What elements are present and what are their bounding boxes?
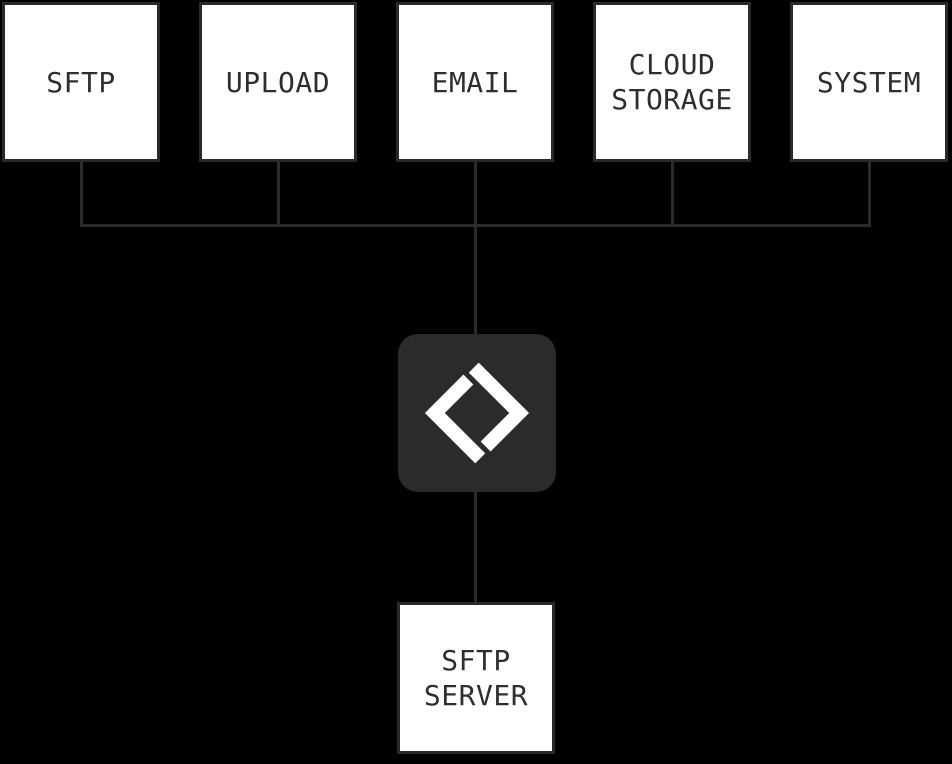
target-node-sftp-server: SFTP SERVER xyxy=(397,602,555,754)
diamond-brackets-icon xyxy=(424,362,530,464)
source-node-label: UPLOAD xyxy=(225,65,331,99)
source-node-label: CLOUD STORAGE xyxy=(611,48,733,116)
source-node-upload: UPLOAD xyxy=(199,2,357,162)
connector-trunk-lower xyxy=(473,491,477,602)
target-node-label: SFTP SERVER xyxy=(423,644,529,712)
source-node-label: SFTP xyxy=(46,65,116,99)
source-node-email: EMAIL xyxy=(396,2,554,162)
connector-stub-sftp xyxy=(79,162,83,226)
source-node-label: EMAIL xyxy=(431,65,519,99)
source-node-sftp: SFTP xyxy=(2,2,160,162)
source-node-system: SYSTEM xyxy=(790,2,948,162)
connector-stub-system xyxy=(867,162,871,226)
connector-stub-upload xyxy=(276,162,280,226)
connector-stub-cloud-storage xyxy=(670,162,674,226)
hub-node xyxy=(398,334,556,492)
connector-trunk-upper xyxy=(473,162,477,334)
source-node-cloud-storage: CLOUD STORAGE xyxy=(593,2,751,162)
source-node-label: SYSTEM xyxy=(816,65,922,99)
